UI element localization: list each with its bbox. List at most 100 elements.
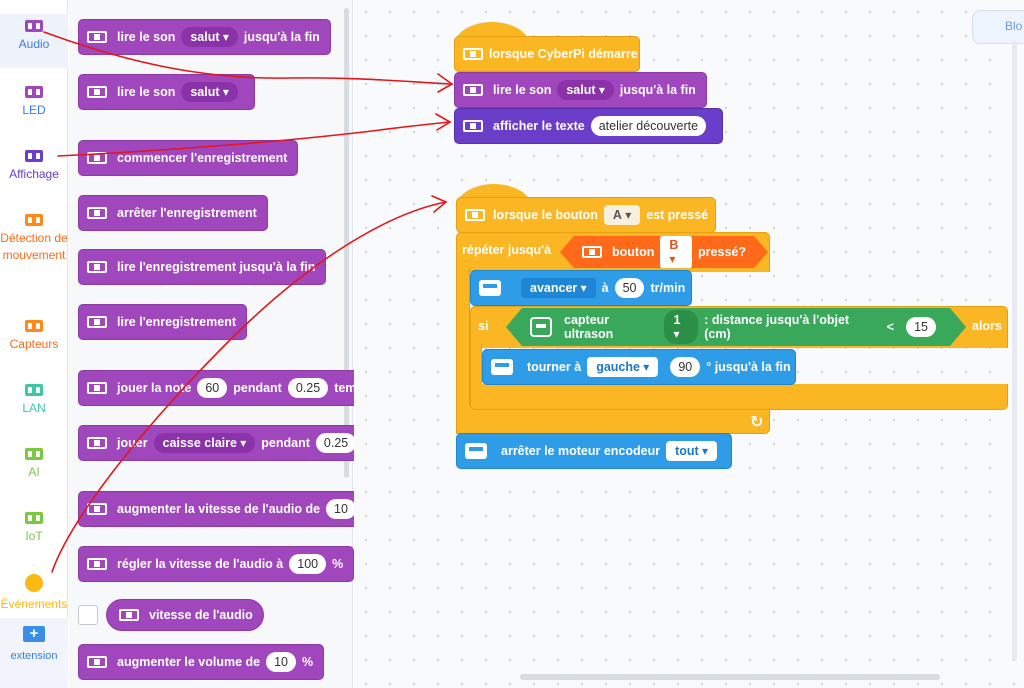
block-text: bouton (612, 245, 655, 259)
port-dropdown[interactable]: 1 (664, 310, 698, 344)
block-text: jusqu'à la fin (243, 30, 320, 44)
block-increase-audio-speed[interactable]: augmenter la vitesse de l'audio de 10 % (78, 491, 385, 527)
block-start-recording[interactable]: commencer l'enregistrement (78, 140, 299, 176)
motion-icon (25, 214, 43, 226)
block-text: lire l'enregistrement (117, 315, 236, 329)
block-turn[interactable]: tourner à gauche 90 ° jusqu'à la fin (482, 349, 796, 385)
text-input[interactable]: atelier découverte (590, 116, 707, 136)
block-text: % (302, 655, 314, 669)
lan-icon (25, 384, 43, 396)
cyberpi-icon (87, 31, 107, 43)
repeat-until-arm (456, 268, 470, 434)
button-dropdown[interactable]: A (603, 205, 641, 225)
blocks-tab[interactable]: Blo (972, 10, 1024, 44)
category-label: Affichage (9, 167, 59, 181)
category-label: Capteurs (9, 337, 59, 351)
cyberpi-icon (87, 152, 107, 164)
button-dropdown[interactable]: B (660, 235, 692, 269)
angle-input[interactable]: 90 (670, 357, 701, 377)
rpm-input[interactable]: 50 (614, 278, 645, 298)
sound-dropdown[interactable]: salut (557, 80, 614, 100)
hat-button-pressed[interactable]: lorsque le bouton A est pressé (456, 197, 716, 233)
block-stop-recording[interactable]: arrêter l'enregistrement (78, 195, 268, 231)
category-affichage[interactable]: Affichage (0, 150, 68, 183)
cyberpi-icon (87, 503, 107, 515)
ultrasonic-icon (530, 317, 552, 337)
script-play-sound-until-done[interactable]: lire le son salut jusqu'à la fin (454, 72, 707, 108)
category-sidebar: Audio LED Affichage Détection de mouveme… (0, 0, 68, 688)
block-text: lorsque CyberPi démarre (489, 47, 638, 61)
beats-input[interactable]: 0.25 (287, 378, 329, 398)
category-events[interactable]: Événements (0, 574, 68, 614)
category-led[interactable]: LED (0, 86, 68, 119)
block-play-sound-until-done[interactable]: lire le son salut jusqu'à la fin (78, 19, 331, 55)
sound-dropdown[interactable]: salut (181, 82, 238, 102)
condition-button-pressed[interactable]: bouton B pressé? (560, 236, 768, 268)
cyberpi-icon (87, 316, 107, 328)
category-label: Audio (18, 37, 50, 51)
reporter-audio-speed[interactable]: vitesse de l'audio (106, 599, 264, 631)
block-text: capteur ultrason (564, 313, 614, 341)
block-text: lire le son (117, 30, 176, 44)
block-set-audio-speed[interactable]: régler la vitesse de l'audio à 100 % (78, 546, 355, 582)
note-input[interactable]: 60 (197, 378, 228, 398)
category-motion[interactable]: Détection de mouvement (0, 214, 68, 264)
motor-dropdown[interactable]: tout (666, 441, 718, 461)
block-text: lorsque le bouton (493, 208, 598, 222)
repeat-label: répéter jusqu'à (462, 243, 552, 257)
category-label: Événements (0, 597, 68, 611)
category-ai[interactable]: AI (0, 448, 68, 481)
cyberpi-icon (465, 209, 485, 221)
block-text: % (332, 557, 344, 571)
robot-icon (479, 280, 501, 296)
category-iot[interactable]: IoT (0, 512, 68, 545)
block-text: pendant (261, 436, 310, 450)
speed-input[interactable]: 10 (326, 499, 356, 519)
repeat-until-footer (456, 406, 770, 434)
category-lan[interactable]: LAN (0, 384, 68, 417)
block-play-recording-until-done[interactable]: lire l'enregistrement jusqu'à la fin (78, 249, 327, 285)
palette-scrollbar[interactable] (344, 8, 349, 478)
category-label: Détection de mouvement (0, 231, 68, 262)
volume-input[interactable]: 10 (266, 652, 297, 672)
cyberpi-icon (87, 656, 107, 668)
category-audio[interactable]: Audio (0, 14, 68, 68)
category-label: IoT (25, 529, 43, 543)
block-text: jusqu'à la fin (619, 83, 696, 97)
plus-icon: + (23, 626, 45, 642)
action-dropdown[interactable]: avancer (521, 278, 596, 298)
reporter-checkbox[interactable] (78, 605, 98, 625)
block-text: lire le son (117, 85, 176, 99)
block-move-forward[interactable]: avancer à 50 tr/min (470, 270, 692, 306)
drum-dropdown[interactable]: caisse claire (153, 433, 256, 453)
category-capteurs[interactable]: Capteurs (0, 320, 68, 353)
block-text: lire l'enregistrement jusqu'à la fin (117, 260, 316, 274)
robot-icon (491, 359, 513, 375)
cyberpi-icon (87, 86, 107, 98)
cyberpi-icon (87, 207, 107, 219)
distance-input[interactable]: 15 (906, 317, 936, 337)
ai-icon (25, 448, 43, 460)
sound-dropdown[interactable]: salut (181, 27, 238, 47)
block-stop-encoder-motor[interactable]: arrêter le moteur encodeur tout (456, 433, 732, 469)
script-display-text[interactable]: afficher le texte atelier découverte (454, 108, 724, 144)
if-arm (470, 344, 482, 388)
cyberpi-icon (119, 609, 139, 621)
category-label: LAN (22, 401, 46, 415)
hat-cyberpi-starts[interactable]: lorsque CyberPi démarre (454, 36, 640, 72)
block-play-sound[interactable]: lire le son salut (78, 74, 255, 110)
direction-dropdown[interactable]: gauche (587, 357, 659, 377)
if-footer (470, 384, 1008, 410)
canvas-horizontal-scrollbar[interactable] (520, 674, 940, 680)
condition-ultrasonic-less-than[interactable]: capteur ultrason 1 : distance jusqu'à l'… (506, 308, 966, 346)
block-text: : distance jusqu'à l'objet (cm) (704, 313, 850, 341)
beats-input[interactable]: 0.25 (315, 433, 357, 453)
extension-button[interactable]: + extension (0, 618, 68, 688)
block-play-recording[interactable]: lire l'enregistrement (78, 304, 247, 340)
speed-input[interactable]: 100 (289, 554, 327, 574)
canvas-vertical-scrollbar[interactable] (1012, 40, 1017, 660)
cyberpi-icon (87, 558, 107, 570)
block-play-note[interactable]: jouer la note 60 pendant 0.25 temps (78, 370, 383, 406)
cyberpi-icon (582, 246, 602, 258)
block-increase-volume[interactable]: augmenter le volume de 10 % (78, 644, 325, 680)
